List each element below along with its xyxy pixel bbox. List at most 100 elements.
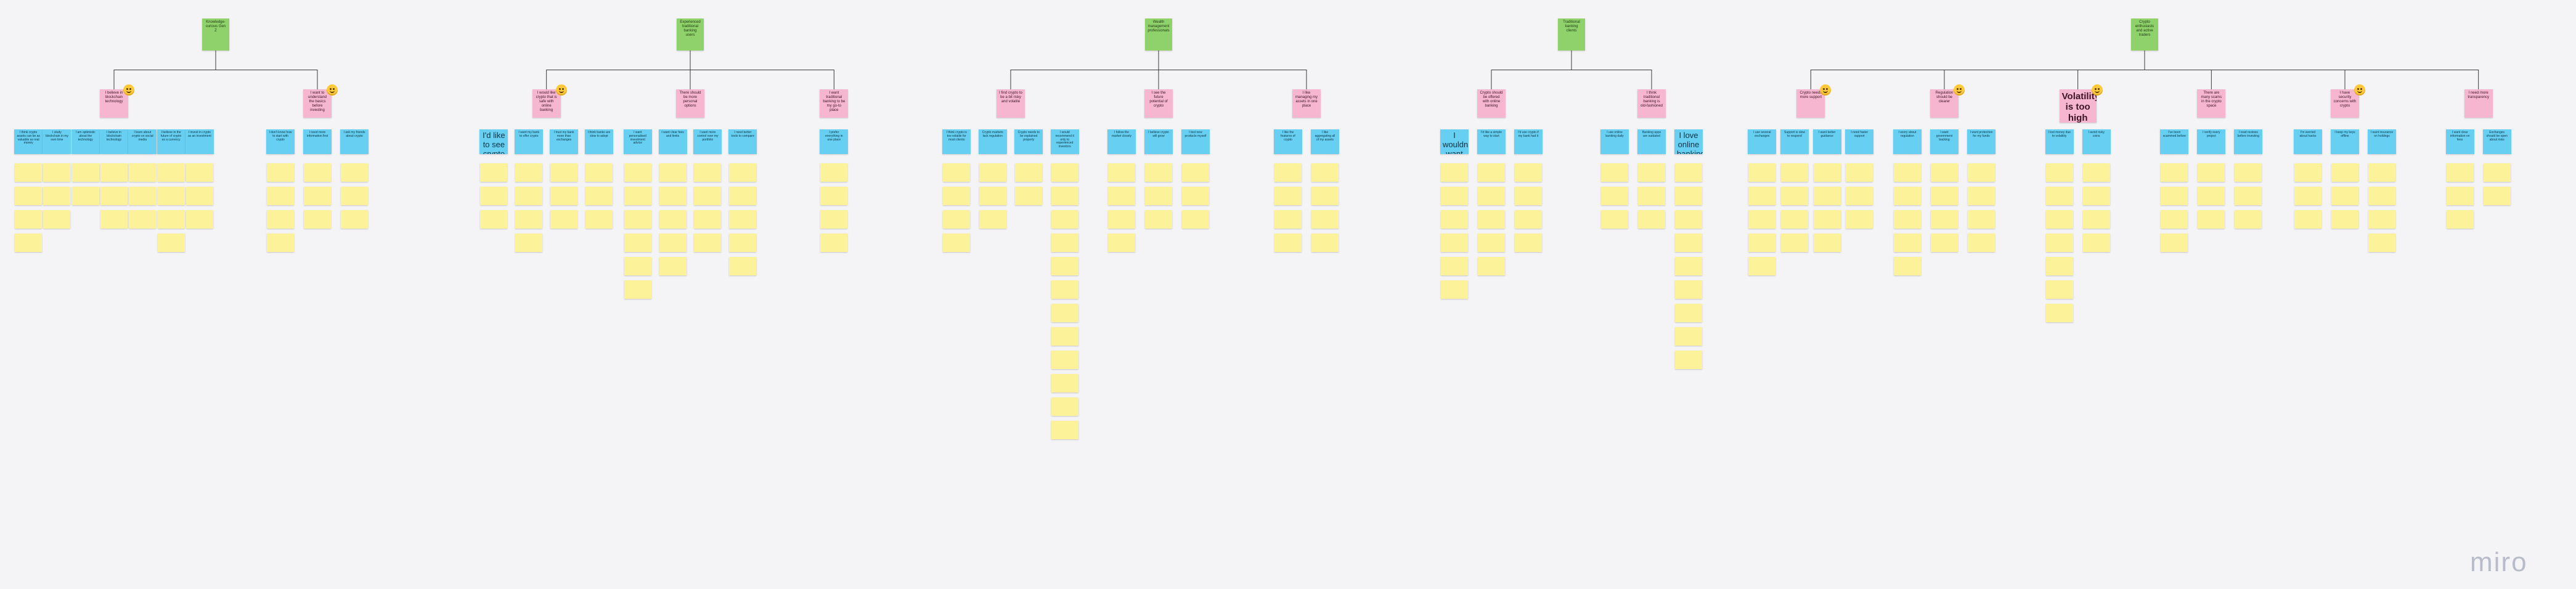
research-note-sticky[interactable] — [1638, 187, 1665, 205]
insight-sticky[interactable]: I want clear fees and limits — [658, 129, 687, 154]
research-note-sticky[interactable] — [694, 234, 722, 252]
research-note-sticky[interactable] — [659, 234, 687, 252]
insight-sticky[interactable]: I need better tools to compare — [728, 129, 757, 154]
research-note-sticky[interactable] — [624, 234, 651, 252]
research-note-sticky[interactable] — [2294, 210, 2321, 229]
research-note-sticky[interactable] — [2235, 187, 2262, 205]
insight-sticky[interactable]: I ask my friends about crypto — [340, 129, 369, 154]
research-note-sticky[interactable] — [100, 187, 128, 205]
research-note-sticky[interactable] — [1311, 187, 1339, 205]
theme-sticky[interactable]: I want traditional banking to be my go-t… — [820, 89, 849, 118]
research-note-sticky[interactable] — [185, 187, 213, 205]
theme-sticky[interactable]: I see the future potential of crypto — [1144, 89, 1173, 118]
insight-sticky[interactable]: I think crypto assets can be as valuable… — [14, 129, 43, 154]
research-note-sticky[interactable] — [1675, 187, 1702, 205]
research-note-sticky[interactable] — [2331, 163, 2358, 182]
research-note-sticky[interactable] — [2082, 163, 2110, 182]
research-note-sticky[interactable] — [304, 163, 331, 182]
research-note-sticky[interactable] — [550, 187, 578, 205]
research-note-sticky[interactable] — [341, 210, 368, 229]
insight-sticky[interactable]: I use online banking daily — [1600, 129, 1629, 154]
insight-sticky[interactable]: I believe in the future of crypto as a c… — [157, 129, 185, 154]
research-note-sticky[interactable] — [2161, 187, 2188, 205]
research-note-sticky[interactable] — [1813, 210, 1841, 229]
research-note-sticky[interactable] — [1846, 210, 1873, 229]
research-note-sticky[interactable] — [729, 234, 757, 252]
insight-sticky[interactable]: I like aggregating all of my assets — [1311, 129, 1339, 154]
research-note-sticky[interactable] — [1182, 210, 1209, 229]
research-note-sticky[interactable] — [1051, 187, 1078, 205]
insight-sticky[interactable]: I think banks are slow to adopt — [584, 129, 613, 154]
insight-sticky[interactable]: Crypto markets lack regulation — [978, 129, 1007, 154]
research-note-sticky[interactable] — [624, 210, 651, 229]
insight-sticky[interactable]: I use several exchanges — [1748, 129, 1777, 154]
research-note-sticky[interactable] — [1515, 210, 1542, 229]
research-note-sticky[interactable] — [480, 210, 508, 229]
research-note-sticky[interactable] — [1675, 327, 1702, 346]
insight-sticky[interactable]: I want more control over my portfolio — [693, 129, 722, 154]
research-note-sticky[interactable] — [304, 187, 331, 205]
insight-sticky[interactable]: I don't know how to start with crypto — [266, 129, 295, 154]
research-note-sticky[interactable] — [729, 257, 757, 275]
research-note-sticky[interactable] — [2331, 210, 2358, 229]
research-note-sticky[interactable] — [1051, 351, 1078, 369]
research-note-sticky[interactable] — [1601, 187, 1628, 205]
research-note-sticky[interactable] — [2368, 163, 2395, 182]
research-note-sticky[interactable] — [2161, 210, 2188, 229]
insight-sticky[interactable]: I study blockchain in my own time — [43, 129, 71, 154]
research-note-sticky[interactable] — [694, 163, 722, 182]
research-note-sticky[interactable] — [1894, 210, 1921, 229]
research-note-sticky[interactable] — [43, 163, 71, 182]
research-note-sticky[interactable] — [1968, 234, 1995, 252]
research-note-sticky[interactable] — [694, 210, 722, 229]
research-note-sticky[interactable] — [1601, 210, 1628, 229]
research-note-sticky[interactable] — [1478, 210, 1505, 229]
research-note-sticky[interactable] — [1748, 163, 1776, 182]
research-note-sticky[interactable] — [267, 234, 294, 252]
research-note-sticky[interactable] — [585, 210, 613, 229]
research-note-sticky[interactable] — [2368, 234, 2395, 252]
research-note-sticky[interactable] — [2235, 163, 2262, 182]
research-note-sticky[interactable] — [2294, 163, 2321, 182]
research-note-sticky[interactable] — [100, 210, 128, 229]
research-note-sticky[interactable] — [1311, 210, 1339, 229]
research-note-sticky[interactable] — [1894, 187, 1921, 205]
research-note-sticky[interactable] — [729, 163, 757, 182]
insight-sticky[interactable]: I like the features of crypto — [1274, 129, 1302, 154]
research-note-sticky[interactable] — [1968, 163, 1995, 182]
research-note-sticky[interactable] — [624, 187, 651, 205]
research-note-sticky[interactable] — [15, 163, 43, 182]
research-note-sticky[interactable] — [1051, 210, 1078, 229]
research-note-sticky[interactable] — [1781, 163, 1808, 182]
insight-sticky[interactable]: I want my bank to offer crypto — [515, 129, 544, 154]
research-note-sticky[interactable] — [515, 187, 543, 205]
research-note-sticky[interactable] — [1051, 374, 1078, 392]
research-note-sticky[interactable] — [2198, 163, 2225, 182]
insight-sticky[interactable]: I want insurance on holdings — [2368, 129, 2396, 154]
research-note-sticky[interactable] — [979, 163, 1006, 182]
research-note-sticky[interactable] — [2294, 187, 2321, 205]
research-note-sticky[interactable] — [1478, 163, 1505, 182]
research-note-sticky[interactable] — [2045, 210, 2073, 229]
research-note-sticky[interactable] — [15, 210, 43, 229]
insight-sticky[interactable]: I love online banking — [1674, 129, 1703, 154]
insight-sticky[interactable]: I believe in blockchain technology — [100, 129, 128, 154]
research-note-sticky[interactable] — [624, 280, 651, 299]
research-note-sticky[interactable] — [1441, 210, 1468, 229]
research-note-sticky[interactable] — [2483, 187, 2511, 205]
research-note-sticky[interactable] — [304, 210, 331, 229]
theme-sticky[interactable]: I have security concerns with crypto — [2331, 89, 2359, 118]
research-note-sticky[interactable] — [1478, 257, 1505, 275]
research-note-sticky[interactable] — [1748, 210, 1776, 229]
research-note-sticky[interactable] — [1274, 163, 1302, 182]
insight-sticky[interactable]: I read reviews before investing — [2234, 129, 2263, 154]
insight-sticky[interactable]: I need more information first — [303, 129, 332, 154]
research-note-sticky[interactable] — [341, 187, 368, 205]
research-note-sticky[interactable] — [157, 210, 185, 229]
research-note-sticky[interactable] — [1638, 163, 1665, 182]
research-note-sticky[interactable] — [1846, 163, 1873, 182]
research-note-sticky[interactable] — [1108, 187, 1135, 205]
theme-sticky[interactable]: Crypto should be offered with online ban… — [1477, 89, 1506, 118]
research-note-sticky[interactable] — [129, 210, 157, 229]
research-note-sticky[interactable] — [979, 187, 1006, 205]
